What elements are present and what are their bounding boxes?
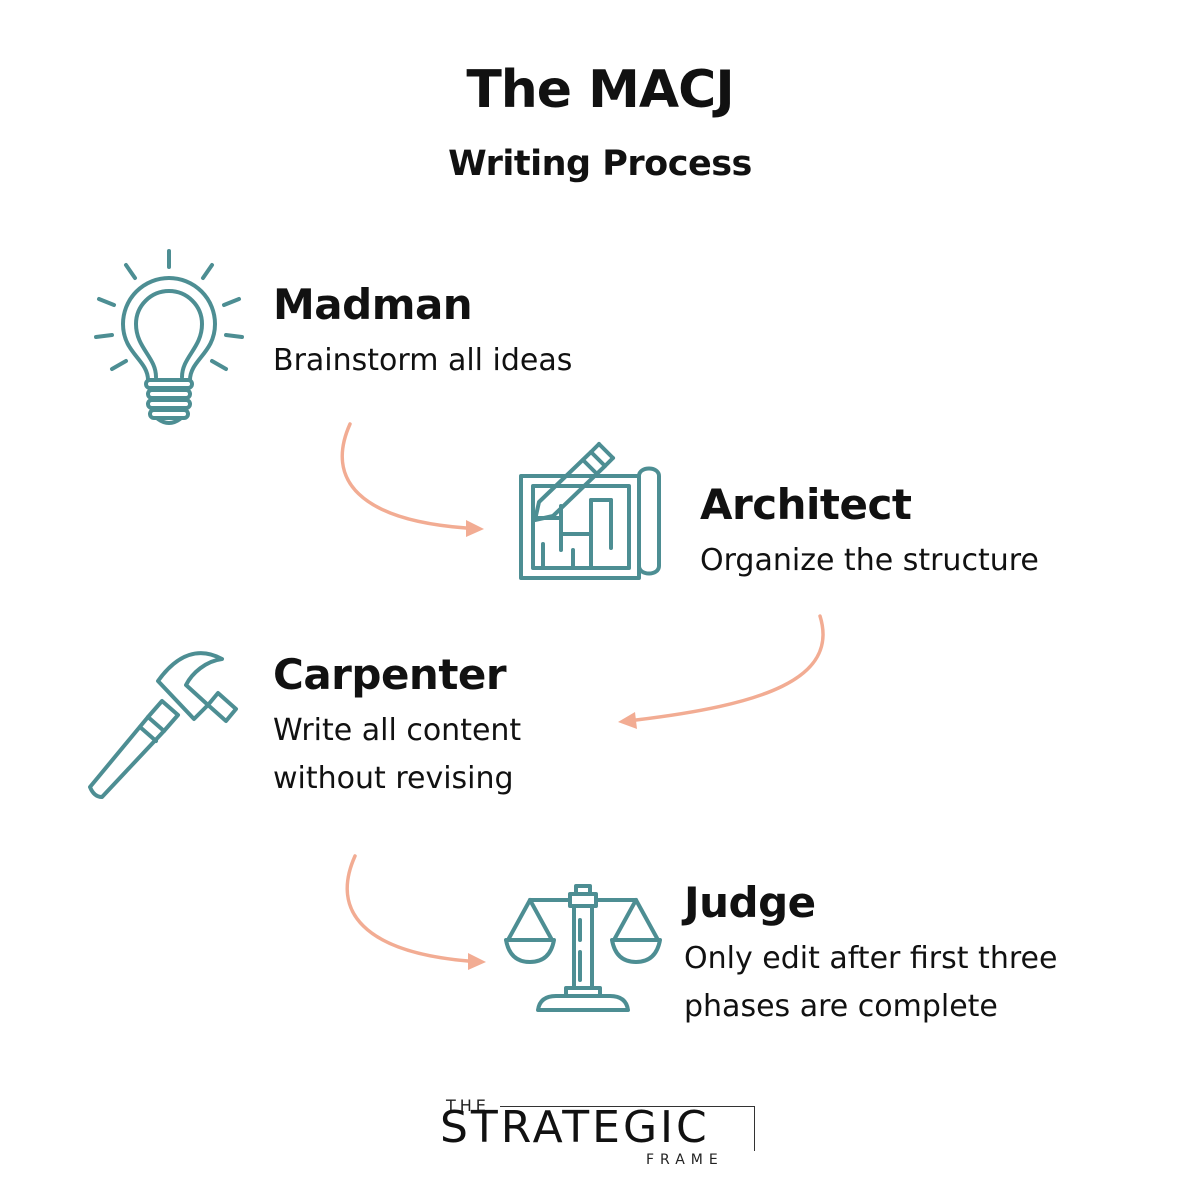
stage-carpenter-desc-line1: Write all content (273, 713, 522, 748)
page-title: The MACJ (466, 60, 734, 120)
stage-architect-title: Architect (700, 480, 912, 529)
logo-frame: FRAME (646, 1152, 724, 1168)
hammer-icon (88, 651, 238, 799)
logo-strategic: STRATEGIC (440, 1102, 710, 1153)
stage-carpenter-title: Carpenter (273, 650, 507, 699)
stage-architect-desc: Organize the structure (700, 543, 1039, 578)
stage-madman-desc: Brainstorm all ideas (273, 343, 573, 378)
stage-judge-title: Judge (684, 878, 816, 927)
arrow-madman-to-architect (340, 422, 484, 537)
blueprint-icon (519, 442, 661, 580)
arrow-carpenter-to-judge (345, 854, 486, 970)
logo-the: THE (446, 1096, 490, 1115)
lightbulb-icon (94, 249, 244, 425)
stage-judge-desc-line1: Only edit after first three (684, 941, 1058, 976)
stage-madman-title: Madman (273, 280, 473, 329)
scales-icon (504, 884, 662, 1012)
stage-carpenter-desc-line2: without revising (273, 761, 514, 796)
brand-logo: THE STRATEGIC FRAME (440, 1092, 760, 1172)
page-subtitle: Writing Process (448, 144, 752, 184)
arrow-architect-to-carpenter (618, 614, 825, 729)
stage-judge-desc-line2: phases are complete (684, 989, 998, 1024)
logo-bracket (500, 1106, 755, 1151)
